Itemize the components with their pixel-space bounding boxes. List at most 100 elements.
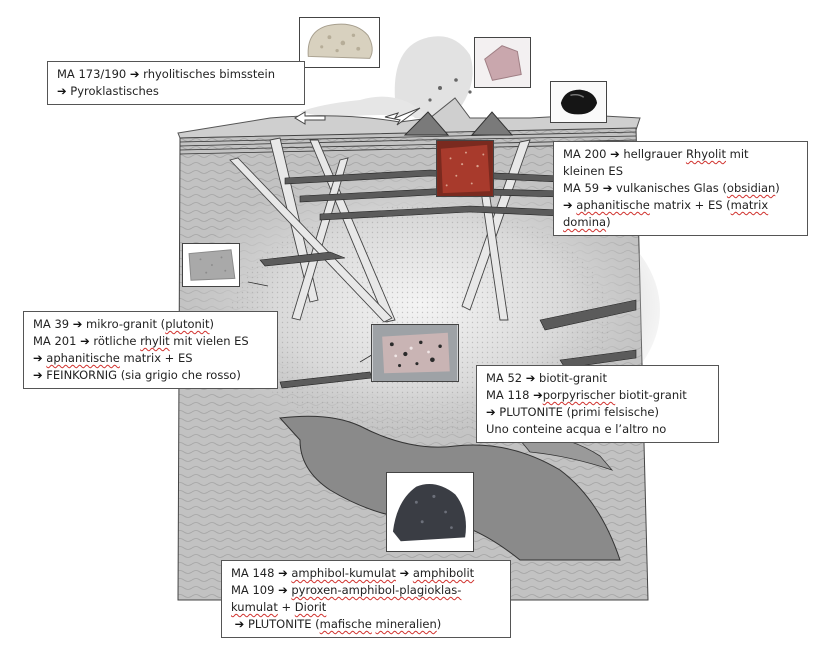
note-text: aphanitische — [576, 198, 650, 212]
note-text: MA 200 — [563, 147, 611, 161]
note-text: ) — [775, 181, 780, 195]
arrow-right-icon: ➔ — [278, 583, 288, 597]
note-text: obsidian — [726, 181, 776, 195]
surface-flow-arrow — [294, 111, 326, 125]
note-text: kleinen ES — [563, 164, 623, 178]
ash-flow-arrow — [384, 107, 421, 126]
note-line: Uno conteine acqua e l’altro no — [486, 421, 709, 438]
arrow-right-icon: ➔ — [33, 351, 43, 365]
note-text: mafische — [319, 617, 372, 631]
note-line: MA 148 ➔ amphibol-kumulat ➔ amphibolit — [231, 565, 501, 582]
note-text: porpyrischer — [542, 388, 616, 402]
note-text: amphibol-kumulat — [291, 566, 396, 580]
arrow-right-icon: ➔ — [525, 371, 536, 385]
note-text: PLUTONITE ( — [247, 617, 320, 631]
arrow-right-icon: ➔ — [72, 317, 83, 331]
note-text: MA 59 — [563, 181, 603, 195]
note-text: mikro-granit ( — [86, 317, 166, 331]
biotite-granite-rock-photo — [371, 324, 459, 382]
note-line: MA 118 ➔porpyrischer biotit-granit — [486, 387, 709, 404]
note-text: mit — [725, 147, 749, 161]
note-text: aphanitische — [46, 351, 120, 365]
amphibolite-rock-photo — [386, 472, 474, 552]
arrow-right-icon: ➔ — [57, 84, 67, 98]
arrow-right-icon: ➔ — [610, 147, 620, 161]
note-text: hellgrauer — [623, 147, 686, 161]
note-pumice: MA 173/190 ➔ rhyolitisches bimsstein ➔ P… — [47, 61, 305, 105]
note-text: mineralien — [375, 617, 437, 631]
note-text: mit vielen ES — [169, 334, 249, 348]
red-rhyolite-rock-photo — [436, 140, 494, 197]
note-text: Uno conteine acqua e l’altro no — [486, 422, 667, 436]
arrow-right-icon: ➔ — [533, 388, 543, 402]
note-text: FEINKORNIG (sia grigio che rosso) — [46, 368, 241, 382]
arrow-right-icon: ➔ — [563, 198, 573, 212]
arrow-right-icon: ➔ — [602, 181, 613, 195]
note-line: MA 173/190 ➔ rhyolitisches bimsstein — [57, 66, 295, 83]
note-text: Rhyolit — [685, 147, 726, 161]
note-text: + — [277, 600, 295, 614]
note-text: MA 173/190 — [57, 67, 130, 81]
arrow-right-icon: ➔ — [80, 334, 90, 348]
note-line: MA 52 ➔ biotit-granit — [486, 370, 709, 387]
note-line: MA 109 ➔ pyroxen-amphibol-plagioklas- — [231, 582, 501, 599]
note-micro-granite: MA 39 ➔ mikro-granit (plutonit) MA 201 ➔… — [23, 311, 278, 389]
note-text: ) — [606, 215, 611, 229]
note-line: ➔ PLUTONITE (mafische mineralien) — [231, 616, 501, 633]
note-text: ) — [436, 617, 442, 631]
eruption-ejecta — [428, 78, 472, 102]
arrow-right-icon: ➔ — [486, 405, 496, 419]
note-text: biotit-granit — [539, 371, 607, 385]
volcanic-cone-left — [403, 111, 450, 136]
arrow-right-icon: ➔ — [129, 67, 140, 81]
note-text: Diorit — [294, 600, 327, 614]
note-text: MA 39 — [33, 317, 73, 331]
note-text: MA 118 — [486, 388, 534, 402]
note-line: ➔ aphanitische matrix + ES (matrix — [563, 197, 798, 214]
note-line: ➔ Pyroklastisches — [57, 83, 295, 100]
note-text: MA 148 — [231, 566, 279, 580]
note-text: MA 201 — [33, 334, 81, 348]
note-line: kumulat + Diorit — [231, 599, 501, 616]
note-text: matrix + ES ( — [649, 198, 731, 212]
note-biotite-granite: MA 52 ➔ biotit-granit MA 118 ➔porpyrisch… — [476, 365, 719, 443]
note-line: ➔ PLUTONITE (primi felsische) — [486, 404, 709, 421]
note-text: Pyroklastisches — [70, 84, 159, 98]
arrow-right-icon: ➔ — [278, 566, 288, 580]
note-text: amphibolit — [412, 566, 475, 580]
note-text: rhyolitisches bimsstein — [143, 67, 275, 81]
note-amphibolite: MA 148 ➔ amphibol-kumulat ➔ amphibolit M… — [221, 560, 511, 638]
pink-rhyolite-rock-photo — [474, 37, 531, 88]
note-line: MA 39 ➔ mikro-granit (plutonit) — [33, 316, 268, 333]
note-text: matrix + ES — [119, 351, 193, 365]
obsidian-rock-photo — [550, 81, 607, 123]
note-text: domina — [563, 215, 607, 229]
note-text: kumulat — [231, 600, 278, 614]
note-text: rötliche — [93, 334, 141, 348]
pumice-rock-photo — [299, 17, 380, 68]
arrow-right-icon: ➔ — [234, 617, 245, 631]
ash-cloud — [394, 36, 473, 119]
note-text: plutonit — [165, 317, 210, 331]
note-line: MA 200 ➔ hellgrauer Rhyolit mit — [563, 146, 798, 163]
note-line: kleinen ES — [563, 163, 798, 180]
note-text: vulkanisches Glas ( — [616, 181, 727, 195]
micro-granite-rock-photo — [182, 243, 240, 287]
note-line: ➔ FEINKORNIG (sia grigio che rosso) — [33, 367, 268, 384]
note-text: rhylit — [140, 334, 170, 348]
note-rhyolite-obsidian: MA 200 ➔ hellgrauer Rhyolit mit kleinen … — [553, 141, 808, 236]
volcanic-cone-right — [470, 111, 514, 136]
note-text: ) — [209, 317, 215, 331]
note-line: MA 59 ➔ vulkanisches Glas (obsidian) — [563, 180, 798, 197]
note-line: domina) — [563, 214, 798, 231]
note-text: MA 109 — [231, 583, 279, 597]
note-text: biotit-granit — [615, 388, 687, 402]
note-line: ➔ aphanitische matrix + ES — [33, 350, 268, 367]
note-text: pyroxen-amphibol-plagioklas- — [291, 583, 462, 597]
note-text: PLUTONITE (primi felsische) — [499, 405, 659, 419]
arrow-right-icon: ➔ — [399, 566, 410, 580]
arrow-right-icon: ➔ — [33, 368, 43, 382]
note-line: MA 201 ➔ rötliche rhylit mit vielen ES — [33, 333, 268, 350]
note-text: MA 52 — [486, 371, 526, 385]
note-text: matrix — [730, 198, 769, 212]
